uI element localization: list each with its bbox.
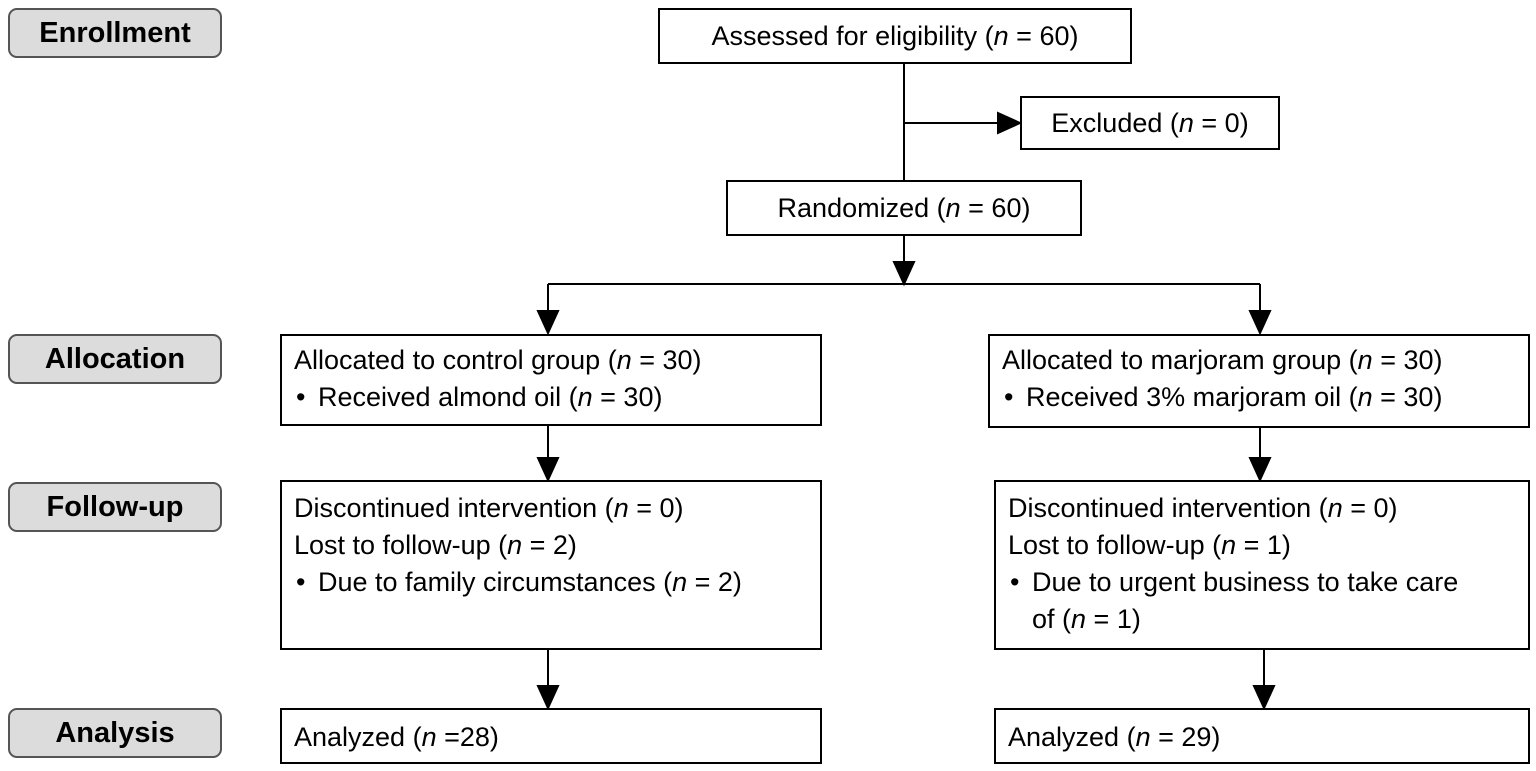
marjoram-lost-line: Lost to follow-up (n = 1) [1008,530,1291,560]
control-followup-box: Discontinued intervention (n = 0) Lost t… [280,480,822,650]
marjoram-analysis-box: Analyzed (n = 29) [994,708,1530,764]
stage-analysis-label: Analysis [55,716,175,749]
to-marjoram-arrowhead [1248,310,1272,336]
stage-enrollment-label: Enrollment [39,16,191,49]
excluded-box: Excluded (n = 0) [1020,96,1280,150]
to-control-arrowhead [536,310,560,336]
control-received-item: •Received almond oil (n = 30) [296,382,663,412]
stage-analysis: Analysis [8,708,222,758]
marjoram-reason-item: •Due to urgent business to take care of … [1010,567,1459,634]
marjoram-allocation-box: Allocated to marjoram group (n = 30) •Re… [988,334,1530,428]
stage-allocation: Allocation [8,334,222,384]
to-excluded-arrowhead [997,111,1023,135]
stage-followup-label: Follow-up [46,490,184,523]
assessed-box: Assessed for eligibility (n = 60) [658,8,1132,64]
control-followup-arrowhead [536,457,560,483]
stage-followup: Follow-up [8,482,222,532]
stage-enrollment: Enrollment [8,8,222,58]
control-analysis-box: Analyzed (n =28) [280,708,822,764]
assessed-text: Assessed for eligibility (n = 60) [711,20,1079,51]
control-discontinued-line: Discontinued intervention (n = 0) [294,493,684,523]
control-allocation-box: Allocated to control group (n = 30) •Rec… [280,334,822,426]
stage-allocation-label: Allocation [44,342,186,375]
control-reason-item: •Due to family circumstances (n = 2) [296,567,742,597]
randomized-arrowhead [892,261,916,287]
marjoram-followup-box: Discontinued intervention (n = 0) Lost t… [994,480,1530,650]
excluded-text: Excluded (n = 0) [1051,107,1249,138]
control-analysis-arrowhead [536,685,560,711]
control-analyzed-text: Analyzed (n =28) [294,721,499,752]
randomized-text: Randomized (n = 60) [777,192,1031,223]
control-lost-line: Lost to follow-up (n = 2) [294,530,577,560]
marjoram-followup-arrowhead [1248,457,1272,483]
marjoram-analysis-arrowhead [1252,685,1276,711]
control-allocated-line: Allocated to control group (n = 30) [294,345,702,375]
marjoram-allocated-line: Allocated to marjoram group (n = 30) [1002,345,1443,375]
randomized-box: Randomized (n = 60) [726,180,1082,236]
marjoram-analyzed-text: Analyzed (n = 29) [1008,721,1221,752]
marjoram-received-item: •Received 3% marjoram oil (n = 30) [1004,382,1443,412]
marjoram-discontinued-line: Discontinued intervention (n = 0) [1008,493,1398,523]
